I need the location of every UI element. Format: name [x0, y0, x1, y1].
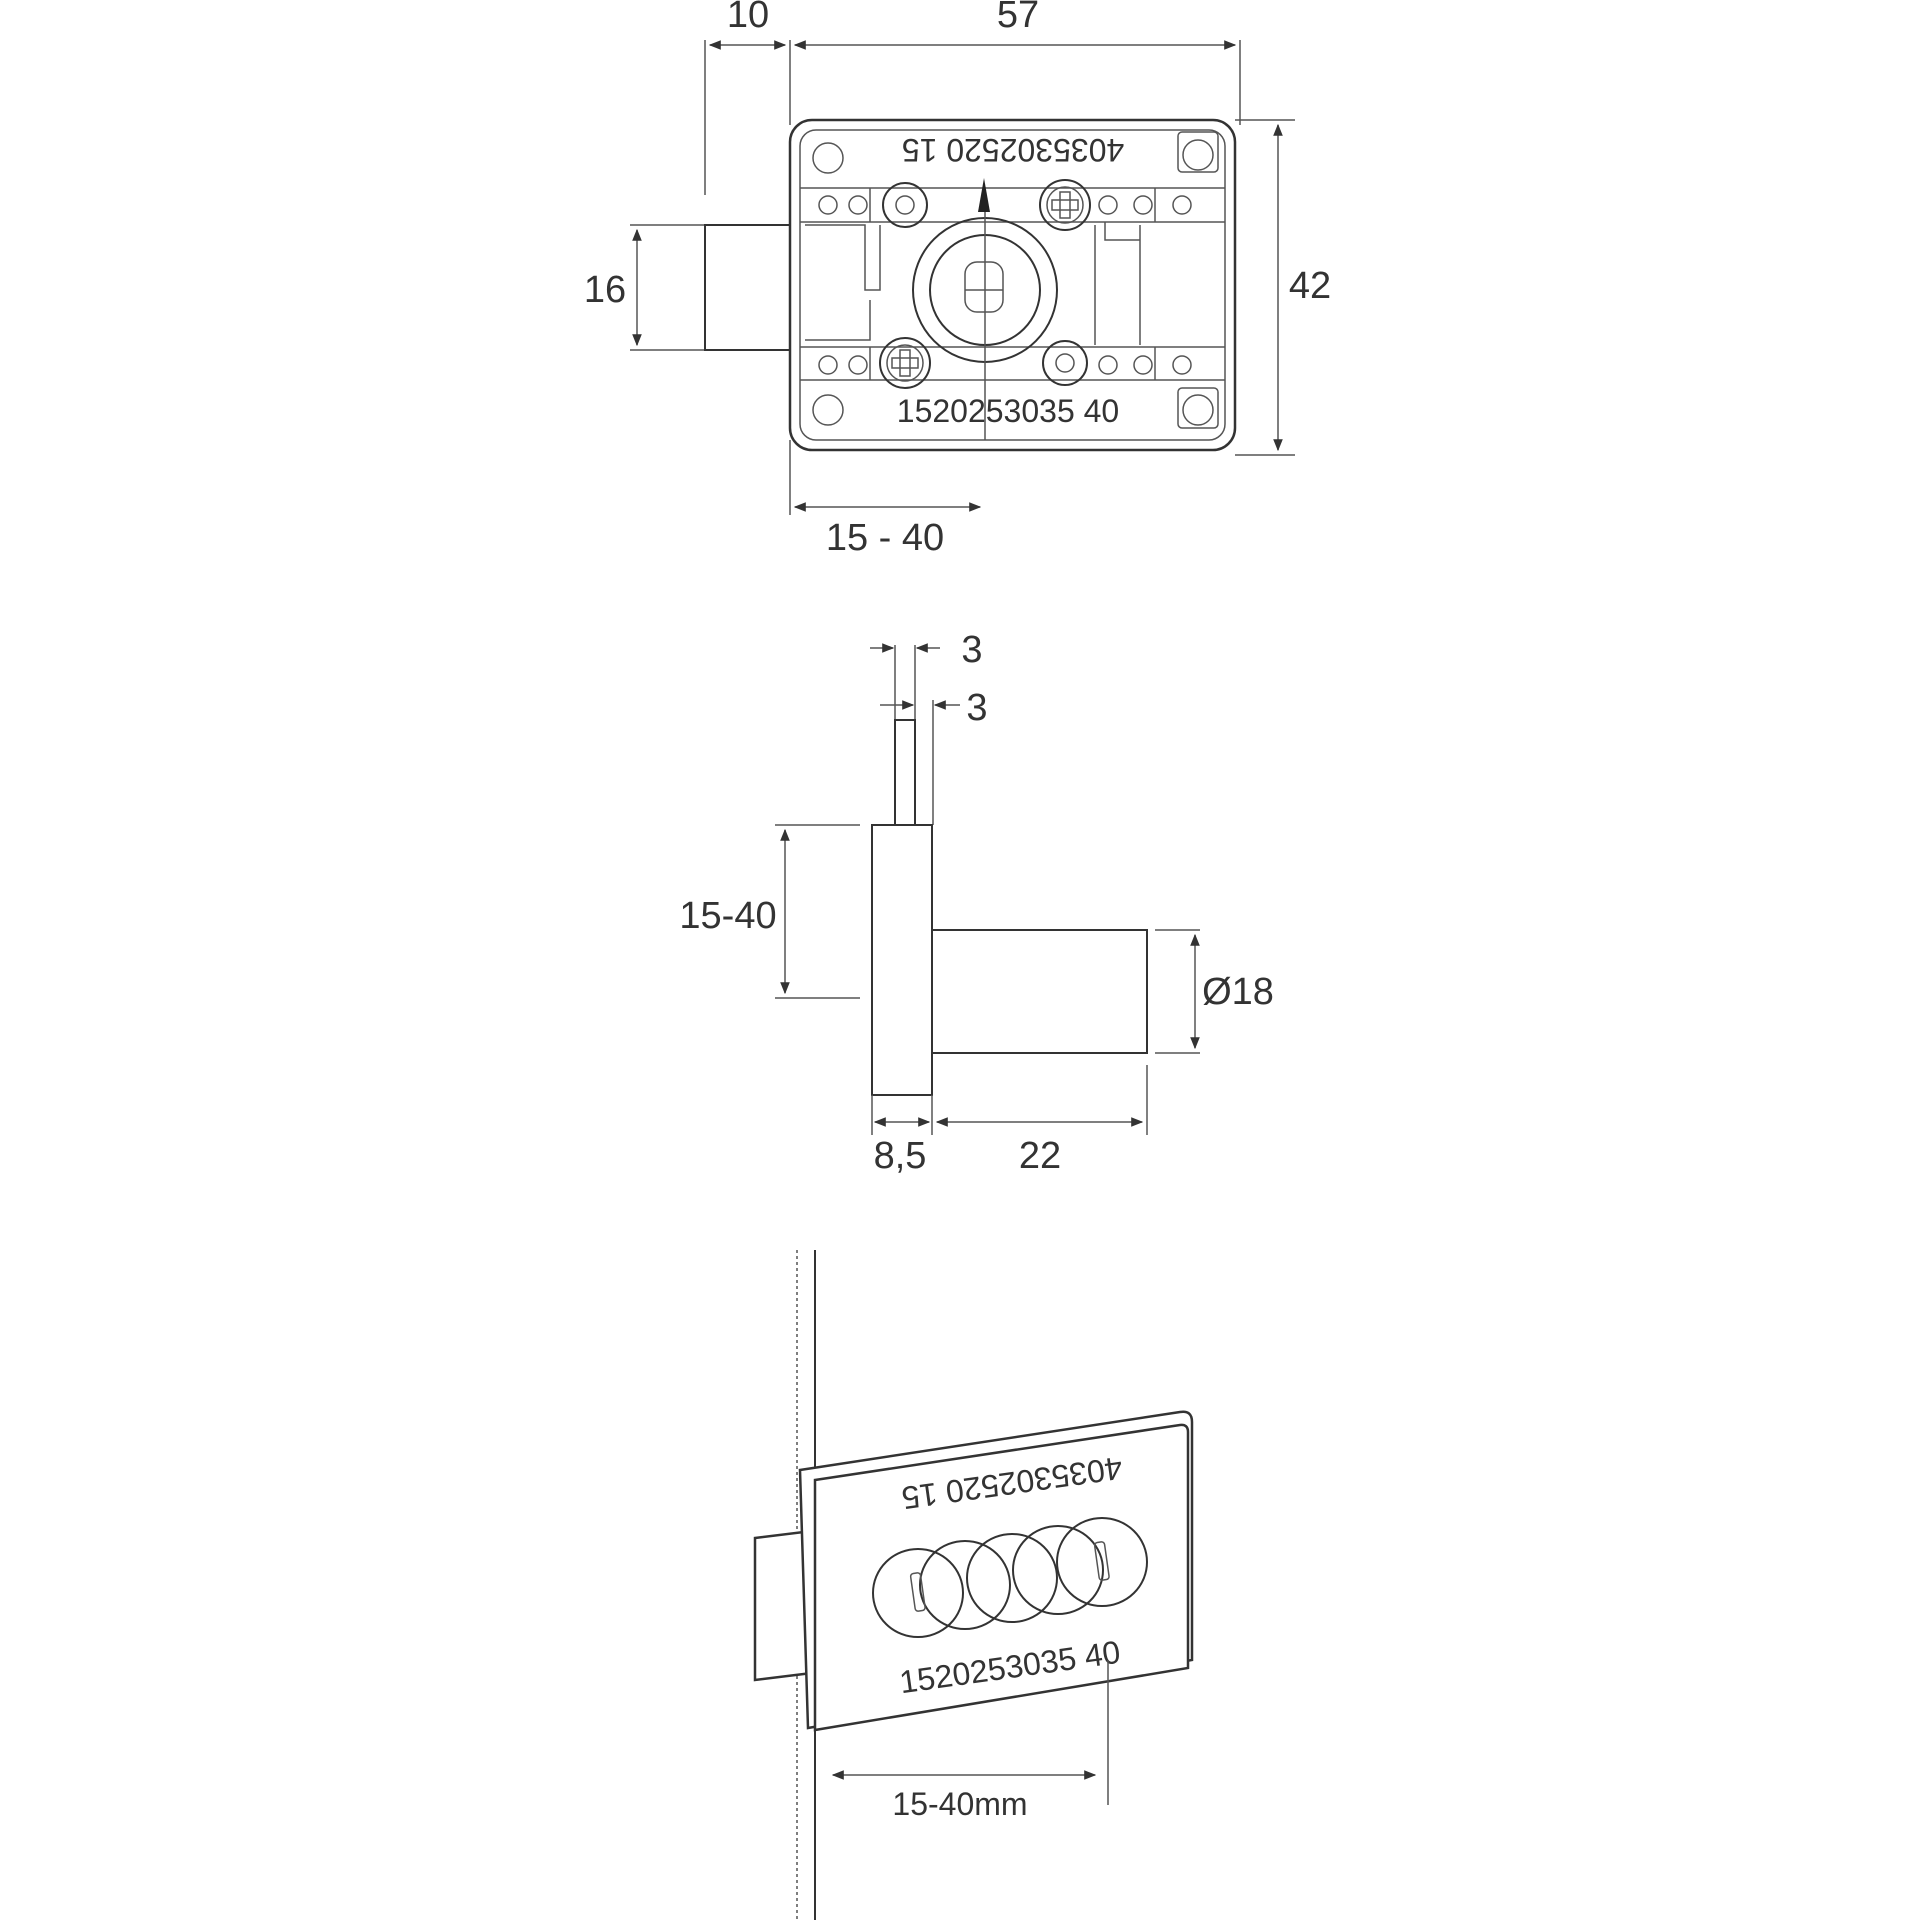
- top-view: 4035302520 15 1520253035 40 10 57 16 42 …: [584, 0, 1331, 559]
- install-view: 4035302520 15 1520253035 40 15-40mm: [753, 1250, 1194, 1920]
- screw-icon: [879, 337, 931, 389]
- cylinder-position: [919, 1540, 1011, 1630]
- screw-icon: [1039, 179, 1091, 231]
- mounting-hole: [812, 142, 844, 174]
- keyhole-icon: [909, 1572, 926, 1612]
- dim-label-3-lower: 3: [966, 687, 987, 729]
- mounting-hole: [1182, 394, 1214, 426]
- dim-label-10: 10: [727, 0, 769, 36]
- dim-label-diameter: Ø18: [1202, 971, 1274, 1013]
- dim-label-plate: 8,5: [874, 1135, 927, 1177]
- bolt-pin: [894, 719, 916, 826]
- cylinder: [912, 190, 1058, 440]
- dim-label-range: 15-40: [679, 895, 776, 937]
- dim-label-42: 42: [1289, 265, 1331, 307]
- cylinder-position: [1012, 1525, 1104, 1615]
- mounting-hole: [812, 394, 844, 426]
- rivet: [882, 182, 928, 228]
- dim-label-16: 16: [584, 269, 626, 311]
- bolt: [704, 224, 796, 351]
- side-plate: [871, 824, 933, 1096]
- cylinder-position: [1056, 1517, 1148, 1607]
- dim-label-cylinder: 22: [1019, 1135, 1061, 1177]
- lock-plate-front: [813, 1423, 1190, 1732]
- dim-label-range: 15 - 40: [826, 517, 944, 559]
- dim-label-3-upper: 3: [961, 629, 982, 671]
- side-cylinder: [931, 929, 1148, 1054]
- scale-bottom-text: 1520253035 40: [897, 393, 1119, 429]
- dim-label-range: 15-40mm: [892, 1786, 1027, 1822]
- scale-top-text: 4035302520 15: [902, 132, 1124, 168]
- mounting-hole: [1182, 139, 1214, 171]
- pointer-icon: [978, 178, 990, 212]
- keyhole-icon: [1093, 1541, 1110, 1581]
- rivet: [1042, 340, 1088, 386]
- cylinder-position: [872, 1548, 964, 1638]
- dim-label-57: 57: [997, 0, 1039, 36]
- side-view: 3 3 15-40 Ø18 8,5 22: [679, 629, 1274, 1177]
- cylinder-position: [966, 1533, 1058, 1623]
